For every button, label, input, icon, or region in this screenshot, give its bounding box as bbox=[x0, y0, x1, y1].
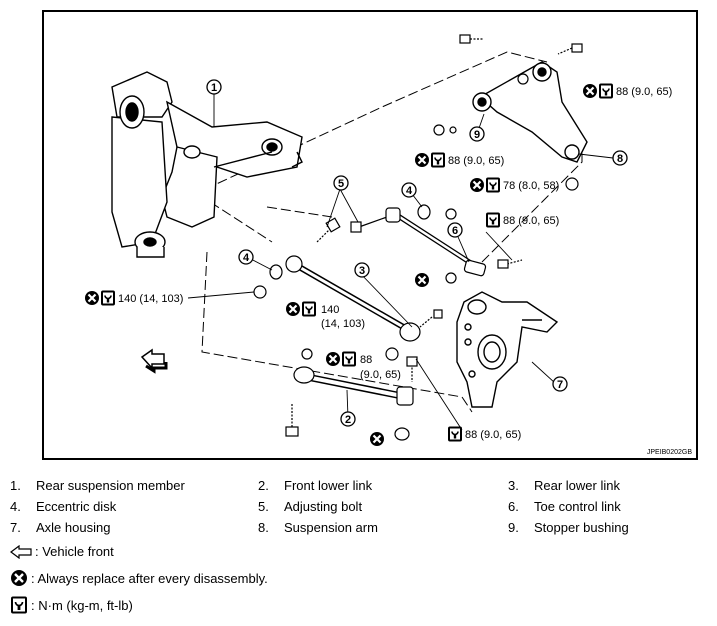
exploded-view-diagram: 1 9 8 5 4 6 4 3 7 2 88 (9.0, 65) bbox=[83, 34, 692, 456]
rear-suspension-member bbox=[111, 71, 303, 258]
legend-item: 5.Adjusting bolt bbox=[258, 499, 363, 514]
diagram-frame: 1 9 8 5 4 6 4 3 7 2 88 (9.0, 65) bbox=[42, 10, 698, 460]
legend-item: 4.Eccentric disk bbox=[10, 499, 117, 514]
torque-label-78: 78 (8.0, 58) bbox=[468, 176, 559, 194]
legend-item: 7.Axle housing bbox=[10, 520, 111, 535]
torque-label-no-reuse-bottom bbox=[368, 430, 386, 448]
rear-lower-link bbox=[253, 255, 443, 361]
svg-text:88 (9.0, 65): 88 (9.0, 65) bbox=[503, 215, 559, 227]
svg-text:9: 9 bbox=[474, 129, 480, 141]
arrow-front-icon bbox=[140, 348, 168, 374]
axle-housing bbox=[456, 291, 559, 408]
legend-item: 9.Stopper bushing bbox=[508, 520, 629, 535]
svg-text:88: 88 bbox=[360, 354, 372, 366]
torque-label-88-top: 88 (9.0, 65) bbox=[581, 82, 672, 100]
torque-wrench-icon bbox=[11, 596, 27, 614]
callout-5: 5 bbox=[333, 175, 349, 191]
svg-text:6: 6 bbox=[452, 225, 458, 237]
callout-6: 6 bbox=[447, 222, 463, 238]
bolts-top bbox=[433, 34, 583, 191]
torque-label-88-toe: 88 (9.0, 65) bbox=[486, 212, 559, 228]
callout-3: 3 bbox=[354, 262, 370, 278]
toe-control-assembly bbox=[316, 204, 523, 284]
legend-item: 6.Toe control link bbox=[508, 499, 621, 514]
vehicle-front-note: : Vehicle front bbox=[10, 544, 114, 559]
callout-4-left: 4 bbox=[238, 249, 254, 265]
svg-text:4: 4 bbox=[406, 185, 413, 197]
front-lower-link bbox=[285, 348, 418, 441]
arrow-front-icon bbox=[10, 544, 32, 559]
svg-text:3: 3 bbox=[359, 265, 365, 277]
callout-9: 9 bbox=[469, 126, 485, 142]
callout-1: 1 bbox=[206, 79, 222, 95]
leader-lines bbox=[187, 94, 614, 431]
torque-label-140-mid: 140 (14, 103) bbox=[284, 300, 365, 330]
svg-text:(9.0, 65): (9.0, 65) bbox=[360, 369, 401, 381]
legend-item: 1.Rear suspension member bbox=[10, 478, 185, 493]
torque-unit-note: : N·m (kg-m, ft-lb) bbox=[10, 596, 133, 614]
torque-label-88-stopper: 88 (9.0, 65) bbox=[413, 151, 504, 169]
figure-code: JPEIB0202GB bbox=[647, 449, 692, 456]
no-reuse-icon bbox=[11, 570, 27, 586]
svg-text:88 (9.0, 65): 88 (9.0, 65) bbox=[465, 429, 521, 441]
torque-label-88-bottom: 88 (9.0, 65) bbox=[448, 426, 521, 442]
legend-item: 8.Suspension arm bbox=[258, 520, 378, 535]
callout-2: 2 bbox=[340, 411, 356, 427]
svg-text:140: 140 bbox=[321, 304, 339, 316]
torque-label-88-front: 88 (9.0, 65) bbox=[324, 350, 401, 381]
svg-text:5: 5 bbox=[338, 178, 344, 190]
svg-text:88 (9.0, 65): 88 (9.0, 65) bbox=[616, 86, 672, 98]
torque-label-140-left: 140 (14, 103) bbox=[83, 289, 183, 307]
svg-text:78 (8.0, 58): 78 (8.0, 58) bbox=[503, 180, 559, 192]
svg-text:140 (14, 103): 140 (14, 103) bbox=[118, 293, 183, 305]
suspension-arm bbox=[472, 61, 588, 163]
legend-item: 3.Rear lower link bbox=[508, 478, 620, 493]
replace-note: : Always replace after every disassembly… bbox=[10, 569, 268, 587]
svg-text:7: 7 bbox=[557, 379, 563, 391]
svg-text:4: 4 bbox=[243, 252, 250, 264]
callout-8: 8 bbox=[612, 150, 628, 166]
legend-item: 2.Front lower link bbox=[258, 478, 373, 493]
svg-text:(14, 103): (14, 103) bbox=[321, 318, 365, 330]
svg-text:2: 2 bbox=[345, 414, 351, 426]
svg-text:1: 1 bbox=[211, 82, 217, 94]
torque-label-no-reuse-toe-nut bbox=[413, 271, 431, 289]
callout-7: 7 bbox=[552, 376, 568, 392]
svg-text:88 (9.0, 65): 88 (9.0, 65) bbox=[448, 155, 504, 167]
svg-text:8: 8 bbox=[617, 153, 623, 165]
callout-4-top: 4 bbox=[401, 182, 417, 198]
